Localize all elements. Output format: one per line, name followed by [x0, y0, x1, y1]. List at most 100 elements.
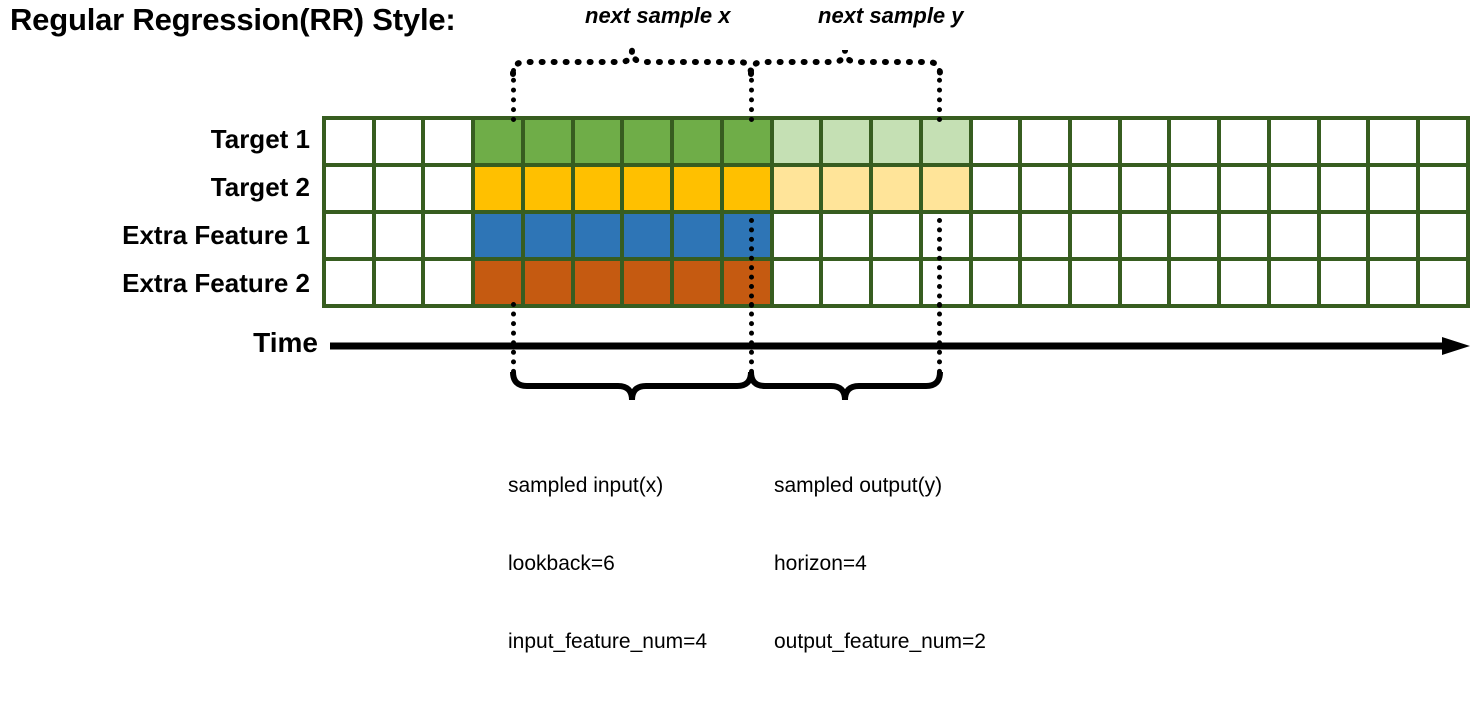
grid-cell-input: [475, 167, 521, 210]
grid-cell: [1320, 167, 1367, 210]
grid-cell-input: [475, 214, 521, 257]
grid-cell: [1171, 214, 1218, 257]
row-label-extra-feature-2: Extra Feature 2: [122, 268, 310, 298]
grid-row-target-1: [326, 120, 1466, 163]
grid-cell-output: [773, 167, 820, 210]
grid-cell: [1121, 214, 1168, 257]
grid-cell: [375, 214, 422, 257]
grid-cell-input: [674, 120, 720, 163]
grid-cell-input: [723, 261, 770, 304]
row-label-target-2: Target 2: [210, 172, 310, 202]
grid-cell-input: [624, 120, 671, 163]
grid-cell: [1221, 167, 1267, 210]
grid-cell-output: [823, 167, 870, 210]
grid-cell: [326, 214, 372, 257]
grid-cell: [773, 214, 820, 257]
grid-cell: [823, 214, 870, 257]
note-input-line-1: sampled input(x): [508, 474, 664, 497]
grid-cell: [375, 261, 422, 304]
grid-cell: [1121, 261, 1168, 304]
grid-cell: [1221, 120, 1267, 163]
grid-cell: [1171, 120, 1218, 163]
brace-next-sample-y: [748, 49, 943, 77]
grid-cell-input: [674, 167, 720, 210]
grid-cell: [823, 261, 870, 304]
grid-cell: [1072, 120, 1118, 163]
grid-cell: [425, 167, 472, 210]
grid-cell: [972, 214, 1019, 257]
guide-line-output-end-mid: [937, 218, 942, 308]
grid-cell-input: [524, 120, 571, 163]
guide-line-output-end: [937, 68, 942, 122]
grid-cell: [1221, 261, 1267, 304]
grid-cell: [1320, 120, 1367, 163]
grid-cell-output: [922, 120, 969, 163]
grid-cell: [326, 167, 372, 210]
grid-cell: [1370, 120, 1417, 163]
grid-cell: [1072, 167, 1118, 210]
grid-cell: [1171, 167, 1218, 210]
grid-cell: [1420, 167, 1466, 210]
grid-cell: [1270, 214, 1317, 257]
grid-cell: [1121, 120, 1168, 163]
grid-cell-input: [624, 167, 671, 210]
grid-cell: [1270, 261, 1317, 304]
grid-cell-input: [674, 214, 720, 257]
guide-line-split: [749, 68, 754, 122]
grid-cell: [375, 167, 422, 210]
grid-cell: [873, 214, 919, 257]
time-axis-arrow: [330, 337, 1470, 355]
grid-cell: [1022, 167, 1069, 210]
grid-cell-input: [574, 120, 621, 163]
grid-cell: [1320, 214, 1367, 257]
grid-cell-input: [624, 261, 671, 304]
row-label-target-1: Target 1: [210, 124, 310, 154]
grid-cell-input: [475, 120, 521, 163]
grid-cell: [1370, 167, 1417, 210]
guide-line-input-start: [511, 68, 516, 122]
grid-cell: [425, 261, 472, 304]
diagram-canvas: Regular Regression(RR) Style: Target 1 T…: [10, 2, 1470, 653]
grid-cell-input: [674, 261, 720, 304]
grid-cell-input: [574, 214, 621, 257]
grid-cell-output: [773, 120, 820, 163]
grid-cell: [1370, 261, 1417, 304]
grid-cell: [972, 261, 1019, 304]
grid-cell: [326, 261, 372, 304]
grid-cell-output: [873, 120, 919, 163]
grid-cell: [1270, 167, 1317, 210]
grid-cell-input: [574, 167, 621, 210]
grid-cell: [873, 261, 919, 304]
guide-line-split-lower: [749, 302, 754, 374]
note-input-line-3: input_feature_num=4: [508, 630, 708, 653]
note-output-line-1: sampled output(y): [774, 474, 943, 497]
note-output-line-2: horizon=4: [774, 552, 867, 575]
page-title: Regular Regression(RR) Style:: [10, 2, 456, 37]
grid-cell: [922, 261, 969, 304]
grid-cell: [1072, 261, 1118, 304]
grid-cell-input: [524, 167, 571, 210]
grid-cell: [1320, 261, 1367, 304]
note-output-line-3: output_feature_num=2: [774, 630, 986, 653]
grid-cell-input: [524, 214, 571, 257]
row-label-extra-feature-1: Extra Feature 1: [122, 220, 310, 250]
grid-cell: [1420, 120, 1466, 163]
grid-cell: [1420, 214, 1466, 257]
grid-cell: [375, 120, 422, 163]
grid-cell-input: [723, 214, 770, 257]
grid-cell: [773, 261, 820, 304]
grid-cell: [1022, 120, 1069, 163]
grid-cell: [1370, 214, 1417, 257]
brace-next-sample-x: [510, 49, 754, 77]
note-sampled-output: sampled output(y) horizon=4 output_featu…: [774, 421, 986, 707]
caption-next-sample-x: next sample x: [585, 3, 731, 28]
guide-line-split-mid: [749, 218, 754, 308]
grid-cell: [1022, 261, 1069, 304]
grid-row-extra-feature-2: [326, 261, 1466, 304]
timeseries-grid: [322, 116, 1470, 308]
grid-cell: [1221, 214, 1267, 257]
grid-cell: [326, 120, 372, 163]
grid-row-extra-feature-1: [326, 214, 1466, 257]
grid-row-target-2: [326, 167, 1466, 210]
grid-cell-output: [823, 120, 870, 163]
